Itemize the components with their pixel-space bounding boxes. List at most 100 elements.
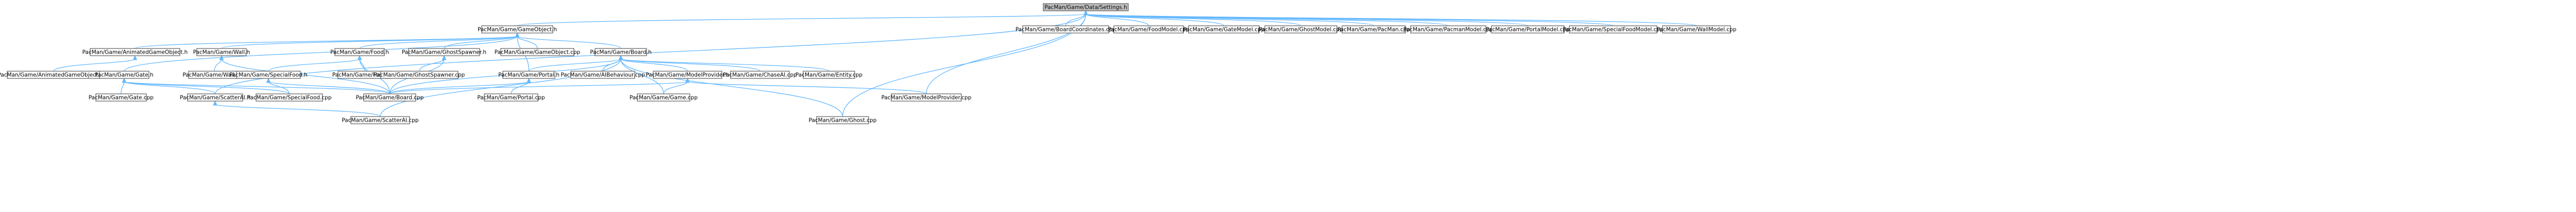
edge-line	[1065, 13, 1087, 26]
node-box	[350, 116, 410, 124]
dependency-edge	[515, 32, 621, 49]
file-node-boardcoords-cpp[interactable]: PacMan/Game/BoardCoordinates.cpp	[1015, 25, 1116, 34]
node-box	[408, 48, 480, 56]
node-label: PacMan/Game/GameObject.h	[478, 27, 557, 33]
file-node-portal-cpp[interactable]: PacMan/Game/Portal.cpp	[477, 93, 545, 102]
file-node-animated-h[interactable]: PacMan/Game/AnimatedGameObject.h	[82, 48, 188, 56]
file-node-wallmodel-cpp[interactable]: PacMan/Game/WallModel.cpp	[1657, 25, 1737, 34]
file-node-ghost-cpp[interactable]: PacMan/Game/Ghost.cpp	[809, 116, 877, 124]
edge-arrowhead	[213, 100, 217, 106]
node-label: PacMan/Game/Entity.cpp	[795, 72, 862, 78]
node-box	[1043, 3, 1129, 11]
file-node-modelprovider-h[interactable]: PacMan/Game/ModelProvider.h	[646, 71, 730, 79]
node-label: PacMan/Game/Data/Settings.h	[1044, 5, 1127, 11]
node-label: PacMan/Game/Wall.cpp	[183, 72, 246, 78]
dependency-edge	[685, 77, 927, 94]
edge-line	[517, 13, 1087, 26]
file-node-ghostspawner-h[interactable]: PacMan/Game/GhostSpawner.h	[402, 48, 486, 56]
file-node-modelprovider-cpp[interactable]: PacMan/Game/ModelProvider.cpp	[882, 93, 972, 102]
node-label: PacMan/Game/ScatterAI.cpp	[342, 118, 418, 124]
file-node-ghostmodel-cpp[interactable]: PacMan/Game/GhostModel.cpp	[1259, 25, 1343, 34]
file-node-specialfoodmodel-cpp[interactable]: PacMan/Game/SpecialFoodModel.cpp	[1563, 25, 1664, 34]
file-node-portalmodel-cpp[interactable]: PacMan/Game/PortalModel.cpp	[1486, 25, 1570, 34]
file-node-wall-h[interactable]: PacMan/Game/Wall.h	[193, 48, 250, 56]
node-box	[99, 71, 149, 79]
edge-line	[124, 36, 518, 72]
file-node-board-h[interactable]: PacMan/Game/Board.h	[590, 48, 652, 56]
file-node-gameobject-cpp[interactable]: PacMan/Game/GameObject.cpp	[495, 48, 581, 56]
node-box	[95, 93, 147, 102]
edge-line	[221, 58, 391, 94]
file-node-gate-cpp[interactable]: PacMan/Game/Gate.cpp	[89, 93, 154, 102]
node-label: PacMan/Game/BoardCoordinates.cpp	[1015, 27, 1116, 33]
node-label: PacMan/Game/Wall.h	[193, 50, 250, 56]
node-label: PacMan/Game/AIBehaviour.cpp	[561, 72, 645, 78]
node-label: PacMan/Game/AnimatedGameObject.h	[82, 50, 188, 56]
edge-line	[389, 81, 530, 94]
file-node-wall-cpp[interactable]: PacMan/Game/Wall.cpp	[183, 71, 246, 79]
node-label: PacMan/Game/Board.cpp	[356, 95, 424, 101]
file-node-pacmanmodel-cpp[interactable]: PacMan/Game/PacmanModel.cpp	[1403, 25, 1493, 34]
file-node-specialfood-h[interactable]: PacMan/Game/SpecialFood.h	[229, 71, 308, 79]
dependency-edge	[515, 32, 538, 49]
node-box	[1188, 25, 1260, 34]
file-node-chaseai-cpp[interactable]: PacMan/Game/ChaseAI.cpp	[723, 71, 797, 79]
edge-arrowhead	[442, 55, 447, 60]
edge-line	[620, 58, 664, 94]
file-node-gate-h[interactable]: PacMan/Game/Gate.h	[95, 71, 154, 79]
file-node-aibehaviour-cpp[interactable]: PacMan/Game/AIBehaviour.cpp	[561, 71, 645, 79]
file-node-gatemodel-cpp[interactable]: PacMan/Game/GateModel.cpp	[1183, 25, 1265, 34]
edge-line	[214, 104, 381, 117]
node-label: PacMan/Game/GateModel.cpp	[1183, 27, 1265, 33]
edge-arrowhead	[618, 55, 623, 60]
dependency-edge	[517, 10, 1088, 26]
node-box	[653, 71, 722, 79]
dependency-edge	[389, 77, 690, 94]
edge-line	[214, 58, 222, 72]
node-label: PacMan/Game/GameObject.cpp	[495, 50, 581, 56]
node-box	[803, 71, 855, 79]
node-box	[236, 71, 301, 79]
edge-arrowhead	[132, 55, 138, 60]
file-node-pacman-cpp[interactable]: PacMan/Game/PacMan.cpp	[1337, 25, 1411, 34]
edge-line	[1085, 13, 1697, 26]
file-node-portal-h[interactable]: PacMan/Game/Portal.h	[498, 71, 560, 79]
dependency-edge	[213, 100, 381, 117]
dependency-edge	[266, 77, 290, 94]
node-box	[1662, 25, 1731, 34]
edge-arrowhead	[527, 77, 531, 83]
edge-arrowhead	[515, 32, 520, 38]
file-node-scatterai-h[interactable]: PacMan/Game/ScatterAI.h	[180, 93, 250, 102]
node-box	[481, 25, 553, 34]
dependency-edge	[266, 77, 391, 94]
dependency-edge	[122, 77, 290, 94]
node-box	[730, 71, 790, 79]
file-node-settings-h[interactable]: PacMan/Game/Data/Settings.h	[1043, 3, 1129, 11]
file-node-board-cpp[interactable]: PacMan/Game/Board.cpp	[356, 93, 424, 102]
edge-arrowhead	[219, 55, 224, 60]
file-node-game-cpp[interactable]: PacMan/Game/Game.cpp	[630, 93, 698, 102]
edge-line	[620, 58, 843, 117]
file-node-ghostspawner-cpp[interactable]: PacMan/Game/GhostSpawner.cpp	[374, 71, 465, 79]
node-box	[816, 116, 869, 124]
file-node-entity-cpp[interactable]: PacMan/Game/Entity.cpp	[795, 71, 862, 79]
file-node-scatterai-cpp[interactable]: PacMan/Game/ScatterAI.cpp	[342, 116, 419, 124]
file-node-specialfood-cpp[interactable]: PacMan/Game/SpecialFood.cpp	[247, 93, 332, 102]
node-label: PacMan/Game/Food.h	[330, 50, 389, 56]
node-box	[502, 71, 555, 79]
dependency-edge	[618, 55, 760, 72]
edge-arrowhead	[1083, 10, 1088, 15]
node-label: PacMan/Game/SpecialFoodModel.cpp	[1563, 27, 1664, 33]
file-node-foodmodel-cpp[interactable]: PacMan/Game/FoodModel.cpp	[1108, 25, 1190, 34]
file-node-gameobject-h[interactable]: PacMan/Game/GameObject.h	[478, 25, 557, 34]
file-node-animated-cpp[interactable]: PacMan/Game/AnimatedGameObject.cpp	[0, 71, 110, 79]
node-label: PacMan/Game/GhostModel.cpp	[1259, 27, 1343, 33]
dependency-edge	[389, 77, 531, 94]
dependency-edge	[219, 55, 391, 94]
node-label: PacMan/Game/GhostSpawner.cpp	[374, 72, 465, 78]
edge-line	[359, 36, 518, 49]
node-label: PacMan/Game/AnimatedGameObject.cpp	[0, 72, 110, 78]
edge-line	[124, 81, 391, 94]
file-node-food-h[interactable]: PacMan/Game/Food.h	[330, 48, 389, 56]
node-label: PacMan/Game/Game.cpp	[630, 95, 698, 101]
